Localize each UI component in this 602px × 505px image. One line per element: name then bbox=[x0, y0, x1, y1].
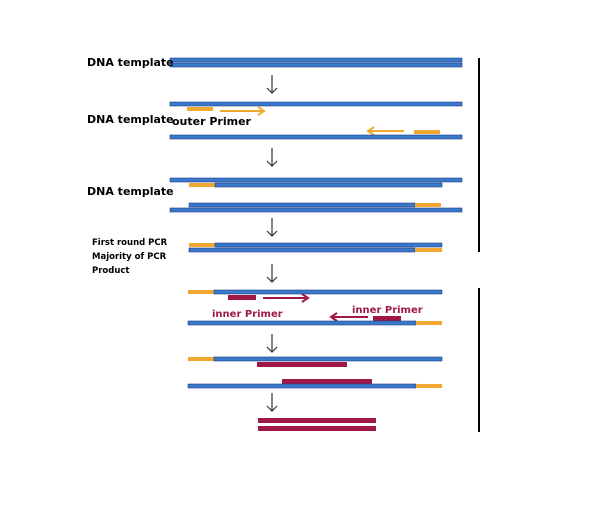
outer-primer-product bbox=[415, 248, 442, 252]
outer-primer-product bbox=[416, 321, 442, 325]
outer-primer-bar-left bbox=[187, 107, 213, 111]
inner-primer-bar-left bbox=[228, 295, 256, 300]
arrow-left-icon bbox=[329, 312, 368, 322]
down-arrow-icon bbox=[266, 218, 278, 237]
arrow-right-icon bbox=[263, 293, 310, 303]
down-arrow-icon bbox=[266, 334, 278, 353]
template-bottom-strand bbox=[169, 62, 463, 68]
label-inner-primer-left: inner Primer bbox=[212, 309, 283, 320]
inner-product-bar bbox=[282, 379, 372, 384]
stage-7-final-product bbox=[258, 418, 376, 431]
stage-1-template bbox=[169, 57, 463, 68]
label-first-round-line2: Majority of PCR bbox=[92, 252, 167, 262]
outer-primer-product bbox=[189, 243, 215, 247]
stage-2-outer-primers bbox=[169, 101, 463, 140]
stage-6-inner-extension bbox=[187, 356, 443, 389]
outer-primer-product bbox=[188, 290, 214, 294]
product-strand bbox=[214, 242, 443, 248]
label-inner-primer-right: inner Primer bbox=[352, 305, 423, 316]
stage-3-extension bbox=[169, 177, 463, 213]
product-strand bbox=[188, 247, 416, 253]
arrow-left-icon bbox=[366, 126, 404, 136]
inner-product-bar bbox=[257, 362, 347, 367]
label-dna-template-2: DNA template bbox=[87, 113, 174, 126]
product-strand bbox=[213, 289, 443, 295]
label-dna-template-3: DNA template bbox=[87, 185, 174, 198]
product-strand bbox=[213, 356, 443, 362]
bottom-strand bbox=[169, 207, 463, 213]
product-strand bbox=[187, 320, 417, 326]
bottom-strand bbox=[169, 134, 463, 140]
top-strand bbox=[169, 101, 463, 107]
new-strand bbox=[214, 182, 443, 188]
outer-primer-product bbox=[415, 203, 441, 207]
arrow-right-icon bbox=[220, 106, 266, 116]
final-product-strand bbox=[258, 418, 376, 423]
label-first-round-line3: Product bbox=[92, 266, 130, 276]
label-first-round-line1: First round PCR bbox=[92, 238, 168, 248]
template-top-strand bbox=[169, 57, 463, 63]
new-strand bbox=[188, 202, 416, 208]
product-strand bbox=[187, 383, 417, 389]
top-strand bbox=[169, 177, 463, 183]
down-arrow-icon bbox=[266, 148, 278, 167]
down-arrow-icon bbox=[266, 75, 278, 94]
label-dna-template-1: DNA template bbox=[87, 56, 174, 69]
stage-4-first-round-product bbox=[188, 242, 443, 253]
outer-primer-product bbox=[189, 183, 215, 187]
outer-primer-product bbox=[188, 357, 214, 361]
down-arrow-icon bbox=[266, 393, 278, 412]
down-arrow-icon bbox=[266, 264, 278, 283]
outer-primer-product bbox=[416, 384, 442, 388]
inner-primer-bar-right bbox=[373, 316, 401, 321]
outer-primer-bar-right bbox=[414, 130, 440, 134]
final-product-strand bbox=[258, 426, 376, 431]
stage-5-inner-primers bbox=[187, 289, 443, 326]
label-outer-primer: outer Primer bbox=[172, 115, 251, 128]
